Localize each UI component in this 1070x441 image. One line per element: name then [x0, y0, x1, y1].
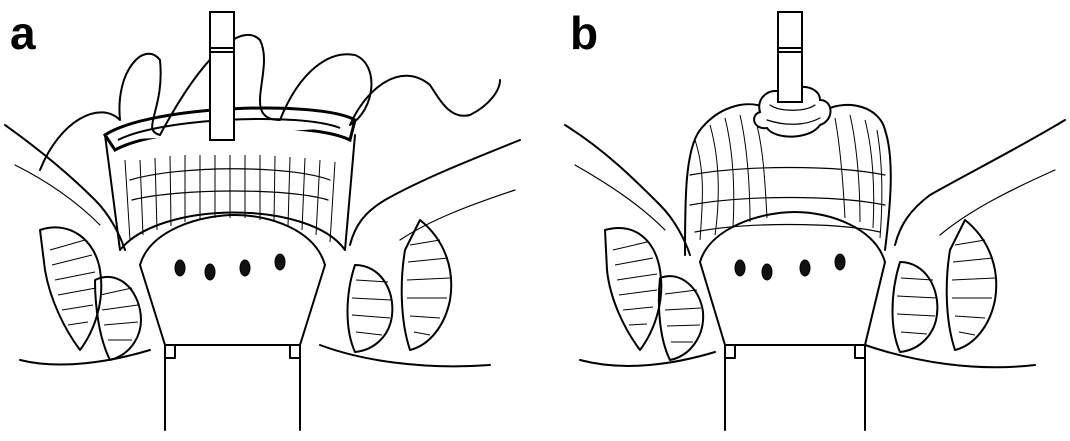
muscle-left-outer	[605, 228, 661, 350]
muscle-right-outer	[947, 220, 997, 350]
stapler-hole	[205, 264, 215, 280]
illustration-panel-b	[535, 0, 1070, 441]
anvil-rod	[210, 12, 234, 140]
muscle-right-outer	[402, 220, 452, 350]
panel-b: b	[535, 0, 1070, 441]
lower-tissue-left	[580, 352, 715, 366]
stapler-step-left	[165, 345, 175, 358]
stapler-shaft	[165, 345, 300, 430]
muscle-left-inner	[659, 276, 703, 360]
stapler-hole	[800, 260, 810, 276]
tissue-line-left	[15, 165, 100, 225]
stapler-head	[140, 215, 325, 345]
suture-loops	[40, 35, 500, 170]
outer-tissue-right	[895, 120, 1065, 245]
stapler-hole	[175, 260, 185, 276]
stapler-hole	[835, 254, 845, 270]
panel-label-a: a	[10, 10, 36, 56]
lower-tissue-right	[320, 345, 490, 366]
stapler-hole	[735, 260, 745, 276]
panel-label-b: b	[570, 10, 598, 56]
stapler-head	[700, 212, 885, 345]
stapler-hole	[240, 260, 250, 276]
anvil-rod	[778, 12, 802, 102]
muscle-right-inner	[348, 265, 393, 352]
stapler-step-right	[290, 345, 300, 358]
panel-a: a	[0, 0, 535, 441]
lower-tissue-right	[865, 345, 1035, 367]
muscle-right-inner	[893, 262, 938, 352]
device-hatching	[125, 155, 335, 242]
outer-tissue-left	[565, 125, 690, 255]
stapler-hole	[275, 254, 285, 270]
illustration-panel-a	[0, 0, 535, 441]
tissue-line-right	[400, 190, 515, 240]
outer-tissue-right	[350, 140, 520, 245]
stapler-step-left	[725, 345, 735, 358]
stapler-shaft	[725, 345, 865, 430]
stapler-hole	[762, 264, 772, 280]
stapler-step-right	[855, 345, 865, 358]
lower-tissue-left	[20, 350, 150, 365]
